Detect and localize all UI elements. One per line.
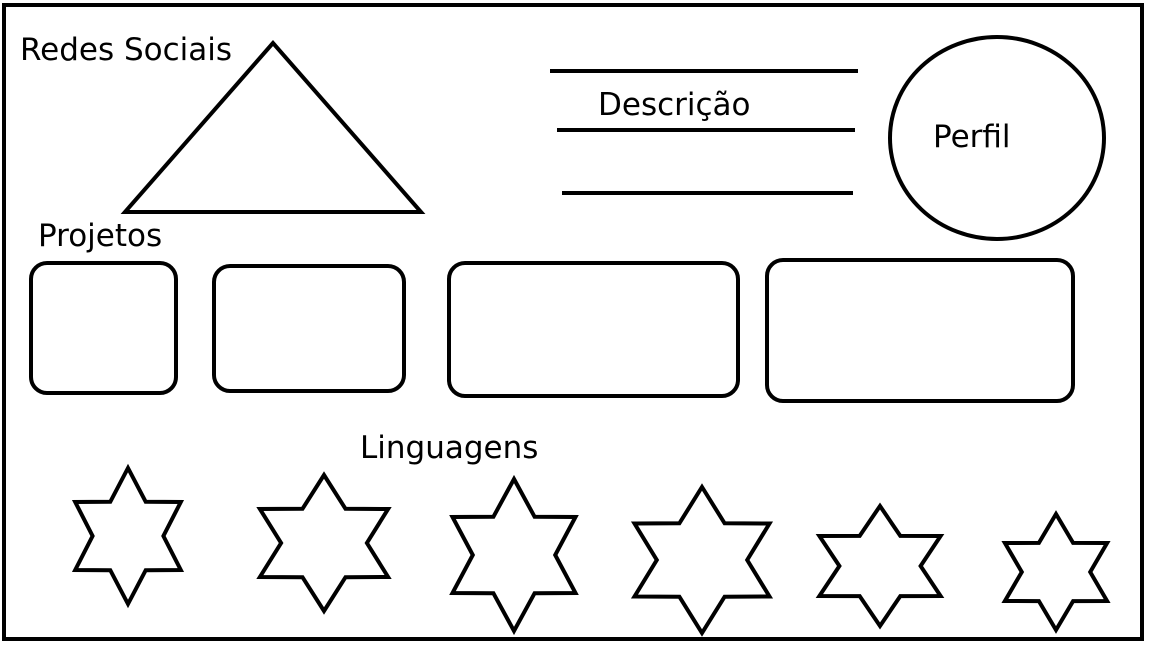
profile-label: Perfil (933, 119, 1011, 155)
projects-label: Projetos (38, 218, 163, 254)
star-icon[interactable] (256, 471, 392, 615)
social-label: Redes Sociais (20, 32, 233, 68)
page-frame (2, 3, 1144, 641)
project-card-2[interactable] (212, 264, 406, 393)
language-stars (71, 463, 1111, 637)
profile-circle[interactable] (888, 35, 1106, 241)
star-icon[interactable] (1001, 510, 1111, 634)
star-icon[interactable] (630, 483, 774, 637)
star-icon[interactable] (71, 463, 185, 609)
star-icon[interactable] (815, 502, 945, 630)
languages-label: Linguagens (360, 430, 539, 466)
star-icon[interactable] (449, 474, 579, 636)
project-card-3[interactable] (447, 261, 740, 398)
project-card-1[interactable] (29, 261, 178, 395)
social-triangle[interactable] (120, 39, 426, 214)
project-card-4[interactable] (765, 258, 1075, 403)
description-label: Descrição (598, 87, 751, 123)
